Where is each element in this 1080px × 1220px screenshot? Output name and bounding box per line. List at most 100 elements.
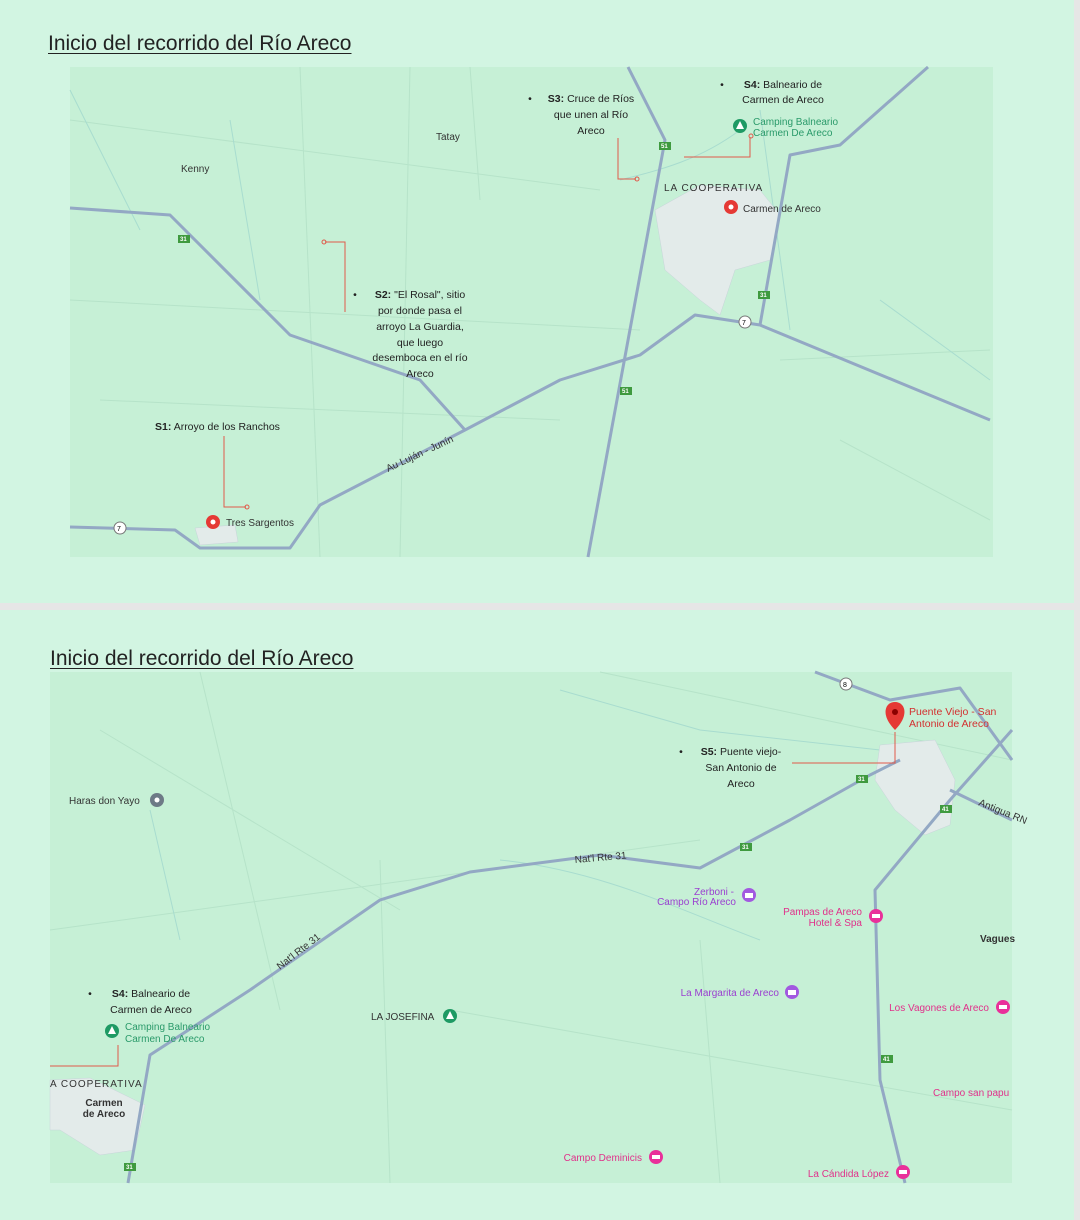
map-label: • [88,988,92,1000]
map-label: 41 [942,807,949,813]
route-shield-31: 31 31 31 [124,775,868,1171]
annotation-s2: • S2: "El Rosal", sitio por donde pasa e… [353,289,468,380]
road-31-east [758,65,929,326]
map-label: por donde pasa el [378,305,462,317]
route-shield-31: 31 [178,235,190,243]
map-label: Campo san papu [933,1088,1009,1099]
road-7 [69,313,991,550]
route-shield-31-east: 31 [758,291,770,299]
map-label: Pampas de Areco [783,907,862,918]
map-label: desemboca en el río [372,352,467,364]
hotel-icon[interactable] [896,1165,910,1179]
map-label: S4: Balneario de [744,79,822,91]
map-label: Carmen de Areco [742,94,824,106]
place-la-josefina: LA JOSEFINA [371,1012,435,1023]
camera-icon[interactable] [742,888,756,902]
road-31-west [69,206,467,432]
map-label: • [720,79,724,91]
map-label: 31 [858,777,865,783]
marker-carmen-de-areco[interactable] [724,200,738,214]
map-label: Areco [727,778,755,790]
map-label: 51 [622,389,629,395]
annotation-s4: • S4: Balneario de Carmen de Areco [720,79,824,106]
road-41 [873,729,1014,1184]
leader-s3 [617,138,636,180]
hotel-icon[interactable] [649,1150,663,1164]
map-label: Puente Viejo - San [909,706,997,718]
annotation-s4: • S4: Balneario de Carmen de Areco [88,988,192,1016]
leader-s1 [223,436,246,508]
hotel-icon[interactable] [996,1000,1010,1014]
annotation-s5: • S5: Puente viejo- San Antonio de Areco [679,746,782,790]
road-51 [586,66,667,558]
leader-s5 [792,732,896,764]
marker-tres-sargentos[interactable] [206,515,220,529]
map-label: S4: Balneario de [112,988,190,1000]
map-label: Hotel & Spa [809,918,863,929]
marker-puente-viejo[interactable] [885,702,905,730]
map-label: 7 [742,320,746,327]
town-carmen-de-areco [49,1077,146,1156]
map-label: Camping Balneario [125,1022,210,1033]
map-label: 8 [843,682,847,689]
page-title: Inicio del recorrido del Río Areco [48,32,352,55]
place-haras-don-yayo: Haras don Yayo [69,796,140,807]
page-title: Inicio del recorrido del Río Areco [50,647,354,670]
map-label: Tres Sargentos [226,518,294,529]
map-label: S2: "El Rosal", sitio [375,289,465,301]
camera-icon[interactable] [785,985,799,999]
route-shield-51: 51 51 [620,142,671,395]
camping-icon[interactable] [105,1024,119,1038]
route-shield-41: 41 41 [881,805,952,1063]
map-label: 7 [117,526,121,533]
map-label: 31 [126,1165,133,1171]
place-kenny: Kenny [181,164,209,175]
map-label: que luego [397,337,443,349]
route-shield-8: 8 [839,677,853,691]
hotel-icon[interactable] [869,909,883,923]
park-icon[interactable] [443,1009,457,1023]
road-8 [814,670,1014,761]
map-label: arroyo La Guardia, [376,321,464,333]
road-nat-31 [126,758,901,1184]
annotation-s3: • S3: Cruce de Ríos que unen al Río Arec… [528,93,634,137]
map-label: 31 [180,237,187,243]
map-label: • [679,746,683,758]
road-antigua [949,788,1013,822]
map-label: 31 [760,293,767,299]
map-label: Zerboni - [694,887,734,898]
route-shield-7: 77 [113,315,752,535]
map-label: 31 [742,845,749,851]
map-label: Camping Balneario [753,117,838,128]
map-label: S3: Cruce de Ríos [548,93,634,105]
map-label: Campo Deminicis [564,1153,642,1164]
map-label: Areco [577,125,605,137]
map-label: • [528,93,532,105]
minor-roads [49,671,1013,1184]
place-tatay: Tatay [436,132,460,143]
map-label: • [353,289,357,301]
map-label: S1: Arroyo de los Ranchos [155,421,280,433]
map-label: La Cándida López [808,1169,889,1180]
page-1: Inicio del recorrido del Río Areco 31 51… [0,0,1074,603]
leader-s2 [325,241,346,312]
minor-roads [69,66,991,558]
camping-icon[interactable] [733,119,747,133]
map-label: Carmen De Areco [125,1034,205,1045]
map-label: 41 [883,1057,890,1063]
town-tres-sargentos [194,524,239,546]
map-label: Carmen [85,1098,122,1109]
place-la-cooperativa: LA COOPERATIVA [664,183,763,194]
town-carmen-de-areco [654,184,781,316]
map-label: Campo Río Areco [657,897,736,908]
map-label: Carmen De Areco [753,128,833,139]
map-label: S5: Puente viejo- [701,746,782,758]
annotation-s1: S1: Arroyo de los Ranchos [155,421,280,433]
map-label: 51 [661,144,668,150]
pin-icon[interactable] [150,793,164,807]
road-label: Nat'l Rte 31 [574,850,627,866]
map-label: A COOPERATIVA [50,1079,143,1090]
